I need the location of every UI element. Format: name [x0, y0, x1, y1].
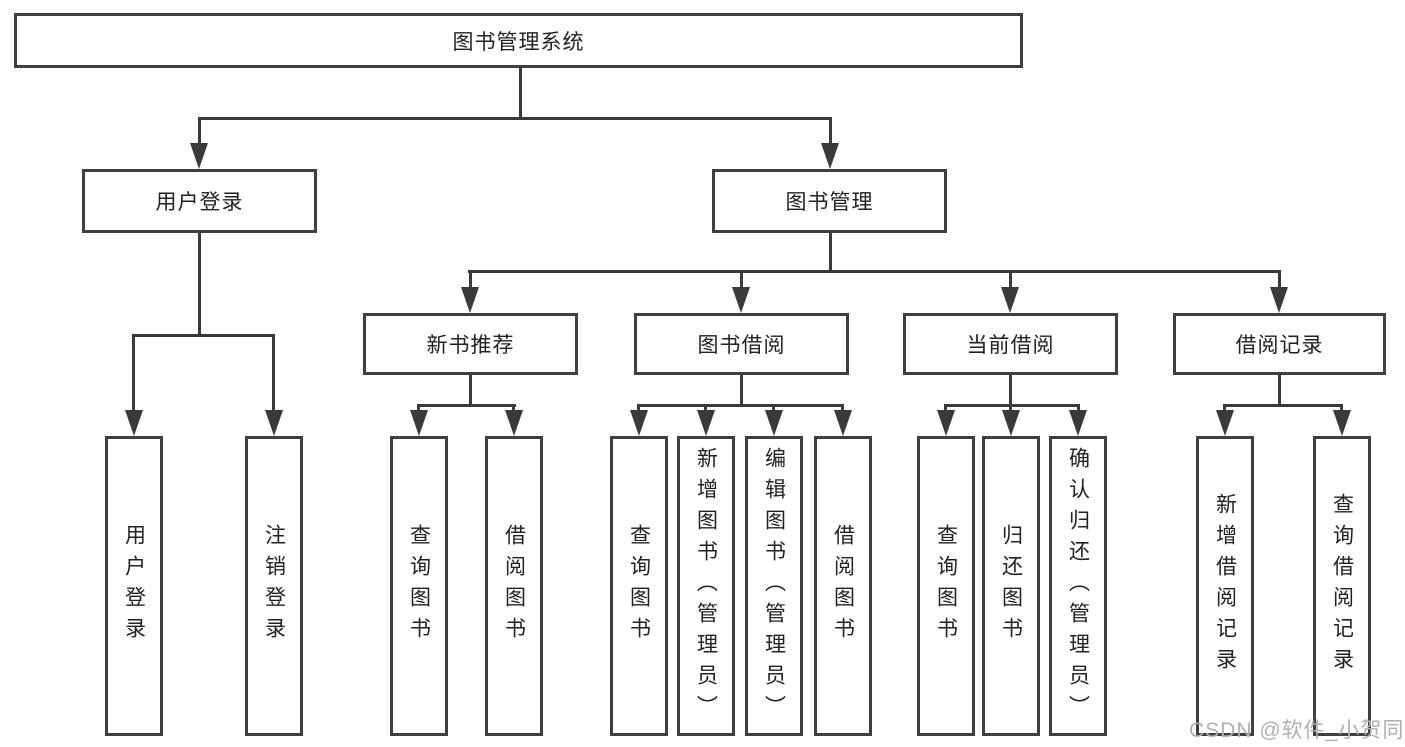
connector-line [1077, 404, 1080, 413]
leaf-add-books-admin-label: 新增图书（管理员） [694, 446, 718, 726]
connector-line [512, 404, 515, 413]
connector-line [637, 404, 844, 407]
node-new-book-recommend: 新书推荐 [363, 313, 578, 375]
leaf-confirm-return-admin: 确认归还（管理员） [1049, 436, 1107, 736]
leaf-borrow-books-recommend: 借阅图书 [485, 436, 543, 736]
connector-line [1278, 270, 1281, 290]
leaf-query-borrow-record-label: 查询借阅记录 [1330, 493, 1354, 679]
connector-line [469, 270, 472, 290]
connector-line [944, 404, 947, 413]
leaf-query-books-borrowing-label: 查询图书 [627, 524, 651, 648]
node-book-management: 图书管理 [712, 169, 947, 233]
leaf-logout-label: 注销登录 [262, 524, 286, 648]
leaf-borrow-books-recommend-label: 借阅图书 [502, 524, 526, 648]
leaf-user-login-label: 用户登录 [122, 524, 146, 648]
node-borrowing-records: 借阅记录 [1173, 313, 1386, 375]
leaf-add-books-admin: 新增图书（管理员） [677, 436, 735, 736]
node-user-login: 用户登录 [82, 169, 317, 233]
arrowhead-down-icon [125, 410, 143, 436]
connector-line [198, 233, 201, 337]
leaf-return-books-label: 归还图书 [999, 524, 1023, 648]
connector-line [469, 375, 472, 406]
leaf-edit-books-admin: 编辑图书（管理员） [745, 436, 803, 736]
node-user-login-label: 用户登录 [155, 191, 244, 214]
arrowhead-down-icon [937, 410, 955, 436]
arrowhead-down-icon [1001, 287, 1019, 313]
arrowhead-down-icon [1002, 410, 1020, 436]
connector-line [468, 270, 1281, 273]
connector-line [519, 68, 522, 120]
leaf-add-borrow-record: 新增借阅记录 [1196, 436, 1254, 736]
connector-line [1009, 270, 1012, 290]
connector-line [1340, 404, 1343, 413]
connector-line [704, 404, 707, 413]
arrowhead-down-icon [410, 410, 428, 436]
connector-line [417, 404, 516, 407]
arrowhead-down-icon [1216, 410, 1234, 436]
leaf-logout: 注销登录 [245, 436, 303, 736]
node-book-management-label: 图书管理 [785, 191, 874, 214]
leaf-query-books-recommend: 查询图书 [390, 436, 448, 736]
leaf-borrow-books-label: 借阅图书 [831, 524, 855, 648]
csdn-watermark: CSDN @软件_小贺同学 [1189, 719, 1405, 742]
arrowhead-down-icon [1270, 287, 1288, 313]
connector-line [841, 404, 844, 413]
leaf-user-login: 用户登录 [105, 436, 163, 736]
arrowhead-down-icon [630, 410, 648, 436]
arrowhead-down-icon [765, 410, 783, 436]
arrowhead-down-icon [190, 143, 208, 169]
connector-line [132, 334, 135, 412]
connector-line [1009, 375, 1012, 406]
leaf-query-books-borrowing: 查询图书 [610, 436, 668, 736]
node-system-root: 图书管理系统 [14, 13, 1023, 68]
connector-line [944, 404, 1080, 407]
arrowhead-down-icon [821, 143, 839, 169]
leaf-borrow-books: 借阅图书 [814, 436, 872, 736]
arrowhead-down-icon [697, 410, 715, 436]
connector-line [132, 334, 275, 337]
leaf-query-books-current-label: 查询图书 [934, 524, 958, 648]
node-new-book-recommend-label: 新书推荐 [426, 334, 515, 357]
connector-line [1223, 404, 1343, 407]
leaf-edit-books-admin-label: 编辑图书（管理员） [762, 446, 786, 726]
arrowhead-down-icon [732, 287, 750, 313]
node-current-borrowing-label: 当前借阅 [966, 334, 1055, 357]
arrowhead-down-icon [505, 410, 523, 436]
connector-line [637, 404, 640, 413]
leaf-query-borrow-record: 查询借阅记录 [1313, 436, 1371, 736]
leaf-add-borrow-record-label: 新增借阅记录 [1213, 493, 1237, 679]
node-current-borrowing: 当前借阅 [903, 313, 1118, 375]
arrowhead-down-icon [834, 410, 852, 436]
node-borrowing-records-label: 借阅记录 [1235, 334, 1324, 357]
connector-line [1278, 375, 1281, 406]
arrowhead-down-icon [1333, 410, 1351, 436]
arrowhead-down-icon [265, 410, 283, 436]
connector-line [772, 404, 775, 413]
arrowhead-down-icon [461, 287, 479, 313]
connector-line [740, 375, 743, 406]
node-book-borrowing-label: 图书借阅 [697, 334, 786, 357]
connector-line [272, 334, 275, 412]
leaf-return-books: 归还图书 [982, 436, 1040, 736]
connector-line [829, 233, 832, 273]
leaf-query-books-recommend-label: 查询图书 [407, 524, 431, 648]
arrowhead-down-icon [1069, 410, 1087, 436]
connector-line [1009, 404, 1012, 413]
node-book-borrowing: 图书借阅 [634, 313, 849, 375]
connector-line [829, 117, 832, 145]
connector-line [740, 270, 743, 290]
connector-line [1223, 404, 1226, 413]
connector-line [417, 404, 420, 413]
connector-line [198, 117, 832, 120]
node-system-root-label: 图书管理系统 [452, 30, 585, 54]
connector-line [198, 117, 201, 145]
leaf-query-books-current: 查询图书 [917, 436, 975, 736]
leaf-confirm-return-admin-label: 确认归还（管理员） [1066, 446, 1090, 726]
